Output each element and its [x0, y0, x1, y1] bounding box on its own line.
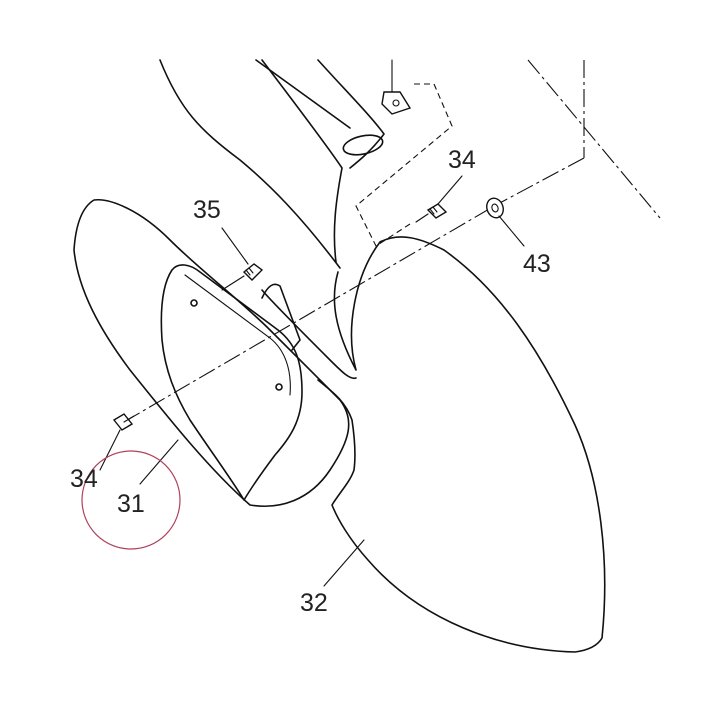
washer-43 — [486, 197, 504, 219]
frame-inner-edge — [255, 59, 351, 129]
upper-bolt-bracket — [355, 83, 453, 247]
leader-32 — [323, 539, 365, 587]
leader-31 — [139, 439, 179, 485]
leader-43 — [498, 215, 525, 247]
callout-34-lower: 34 — [70, 465, 98, 493]
front-fender-32 — [317, 236, 606, 653]
bracket-tab — [261, 283, 301, 351]
mount-hole-lower — [275, 383, 283, 391]
callout-35: 35 — [193, 196, 221, 224]
screw-35 — [221, 263, 264, 291]
leader-34-upper — [437, 175, 463, 205]
fork-tube-left — [261, 59, 343, 263]
leader-34-lower — [99, 429, 121, 471]
assembly-line-lower — [123, 204, 497, 423]
highlight-circle — [81, 450, 181, 550]
callout-43: 43 — [523, 250, 551, 278]
screw-34-lower — [112, 413, 135, 431]
mount-bracket — [160, 264, 303, 501]
leader-35 — [221, 227, 249, 265]
front-fender-inner-edge — [261, 289, 357, 380]
callout-34-upper: 34 — [448, 146, 476, 174]
fork-tube-end — [342, 134, 384, 156]
callout-32: 32 — [300, 589, 328, 617]
centre-line-diagonal — [527, 59, 661, 219]
screw-34-upper — [415, 203, 448, 223]
centre-line-assembly — [495, 157, 585, 206]
mount-bracket-inner — [184, 274, 291, 396]
upper-bolt-head — [381, 91, 412, 115]
mount-hole-upper — [190, 299, 198, 307]
callout-31: 31 — [117, 490, 145, 518]
fork-tube-right — [317, 59, 385, 169]
mud-guard-31 — [73, 199, 350, 507]
frame-outer-edge — [159, 59, 341, 269]
